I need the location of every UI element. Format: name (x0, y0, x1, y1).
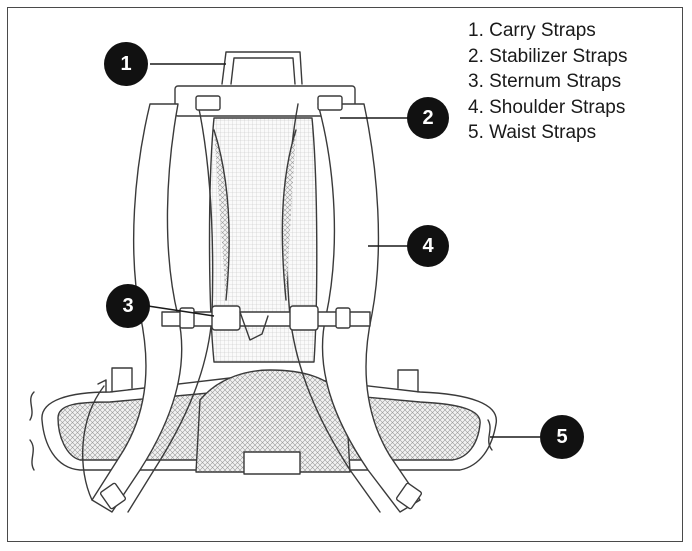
lumbar-handle (243, 451, 301, 475)
legend-item-waist-straps: 5. Waist Straps (468, 122, 597, 143)
right-shoulder-strap (281, 103, 421, 513)
right-lower-buckle (395, 482, 423, 510)
callout-2-label: 2 (422, 107, 433, 129)
callout-4: 4 (407, 225, 449, 267)
legend-item-shoulder-straps: 4. Shoulder Straps (468, 96, 626, 118)
callout-4-label: 4 (422, 235, 434, 257)
callout-5: 5 (540, 415, 584, 459)
sternum-strap (161, 305, 371, 341)
left-stabilizer-buckle (195, 95, 221, 111)
callout-5-label: 5 (556, 426, 567, 448)
direction-arrow (81, 385, 105, 501)
callout-1-label: 1 (120, 53, 131, 75)
callout-1: 1 (104, 42, 148, 86)
legend-item-stabilizer-straps: 2. Stabilizer Straps (468, 45, 628, 67)
callout-2: 2 (407, 97, 449, 139)
callout-3: 3 (106, 284, 150, 328)
legend-item-sternum-straps: 3. Sternum Straps (468, 71, 622, 92)
legend-item-carry-straps: 1. Carry Straps (468, 20, 596, 41)
callout-leaders (147, 63, 540, 438)
carry-strap-handle (221, 51, 303, 85)
left-lower-buckle (99, 482, 127, 510)
right-stabilizer-buckle (317, 95, 343, 111)
legend: 1. Carry Straps 2. Stabilizer Straps 3. … (468, 18, 627, 146)
callout-3-label: 3 (122, 295, 133, 317)
